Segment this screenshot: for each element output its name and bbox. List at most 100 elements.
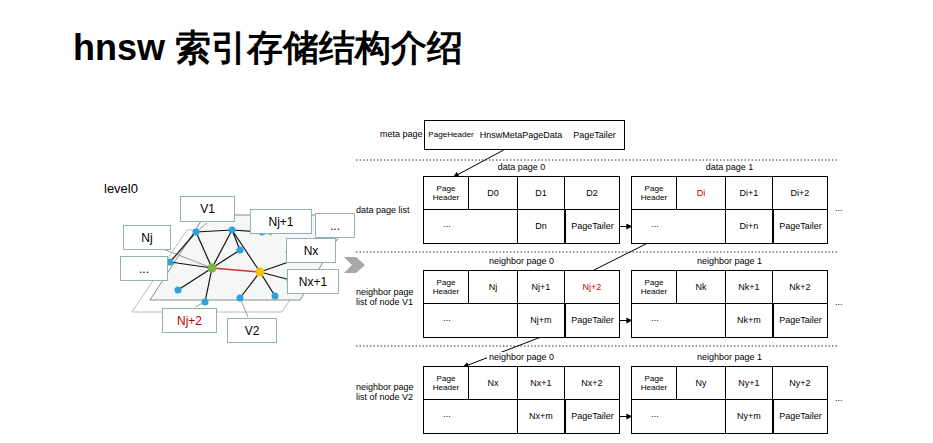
cell-text: Nk+2 [789, 282, 810, 292]
page-cell: Ny [677, 367, 726, 400]
label: neighbor page list of node V1 [356, 287, 422, 308]
page-cell: PageTailer [773, 400, 827, 433]
cell-text: ... [330, 219, 340, 233]
page-cell: Di+n [725, 210, 773, 243]
graph-node-box: ... [120, 256, 168, 281]
page-cell: PageTailer [565, 400, 619, 433]
page-cell: Ny+2 [773, 367, 827, 400]
page-cell: Nx+m [517, 400, 565, 433]
page-cell: D0 [469, 177, 518, 210]
page-box: data page 1Page HeaderDiDi+1Di+2Di+nPage… [632, 177, 827, 243]
graph-node-box: V1 [180, 196, 235, 222]
cell-text: PageTailer [779, 315, 822, 325]
meta-cell: PageHeader [424, 120, 478, 150]
cell-text: Nk [696, 282, 707, 292]
cell-text: D1 [535, 188, 547, 198]
page-cell: D1 [518, 177, 565, 210]
label: ... [651, 219, 659, 229]
page-heading-row: data page 0 [424, 162, 619, 172]
pointer-arrow [619, 226, 632, 227]
page-cell: Di [677, 177, 726, 210]
cell-text: Nj+m [530, 315, 551, 325]
meta-cell: PageTailer [565, 120, 625, 150]
cell-text: Nj+2 [177, 314, 202, 328]
cell-text: Nx+m [529, 411, 553, 421]
label: ... [651, 409, 659, 419]
page-cell: PageTailer [773, 210, 827, 243]
page-heading-row: neighbor page 1 [632, 256, 827, 266]
page-heading-row: neighbor page 1 [632, 352, 827, 362]
cell-text: Di+2 [791, 188, 810, 198]
cell-text: Ny+1 [738, 378, 759, 388]
page-cell: Nk+1 [726, 271, 773, 304]
label-box: ... [432, 409, 462, 419]
page-cell: Ny+1 [726, 367, 773, 400]
cell-text: PageTailer [779, 411, 822, 421]
page-box: data page 0Page HeaderD0D1D2DnPageTailer… [424, 177, 619, 243]
cell-text: Ny+m [737, 411, 761, 421]
page-cell: Nj+1 [518, 271, 565, 304]
cell-text: PageTailer [573, 130, 616, 140]
label: ... [443, 313, 451, 323]
cell-text: Ny [696, 378, 707, 388]
page-box: neighbor page 0Page HeaderNjNj+1Nj+2Nj+m… [424, 271, 619, 337]
page-cell: Dn [517, 210, 565, 243]
cell-text: Dn [535, 221, 547, 231]
page-cell: D2 [565, 177, 619, 210]
label: ... [835, 297, 843, 307]
page-cell: Nk+2 [773, 271, 827, 304]
cell-text: V1 [200, 202, 215, 216]
cell-text: Nx+1 [530, 378, 551, 388]
label: meta page [380, 129, 423, 139]
page-cell: Nj [469, 271, 518, 304]
graph-edges [170, 230, 300, 302]
label-box: ... [835, 297, 843, 307]
page-box: neighbor page 1Page HeaderNkNk+1Nk+2Nk+m… [632, 271, 827, 337]
separator-lines [356, 160, 838, 346]
page-cell: Ny+m [725, 400, 773, 433]
cell-text: Page Header [424, 374, 468, 393]
cell-text: Di+n [740, 221, 759, 231]
page-heading: neighbor page 0 [487, 352, 556, 362]
cell-text: Nj+1 [268, 215, 293, 229]
cell-text: PageTailer [571, 315, 614, 325]
label-box: ... [432, 313, 462, 323]
page-cell: PageTailer [773, 304, 827, 337]
cell-text: Page Header [632, 278, 676, 297]
label-box: neighbor page list of node V2 [356, 382, 422, 403]
label: data page list [356, 205, 410, 215]
cell-text: D0 [487, 188, 499, 198]
label-box: data page list [356, 205, 422, 215]
pointer-arrow [619, 320, 632, 321]
label: ... [443, 219, 451, 229]
transition-arrow [344, 257, 365, 273]
label-box: neighbor page list of node V1 [356, 287, 422, 308]
label-box: ... [640, 313, 670, 323]
page-cell: Page Header [424, 367, 469, 400]
label: neighbor page list of node V2 [356, 382, 422, 403]
page-heading: neighbor page 1 [695, 352, 764, 362]
page-cell: PageTailer [565, 304, 619, 337]
page-cell: Page Header [632, 271, 677, 304]
page-heading: data page 0 [496, 162, 548, 172]
label-box: ... [640, 219, 670, 229]
pointer-arrow [619, 416, 632, 417]
cell-text: PageHeader [428, 130, 473, 139]
cell-text: Nj+2 [583, 282, 602, 292]
label-box: level0 [104, 182, 138, 197]
cell-text: Nj+1 [532, 282, 551, 292]
cell-text: ... [139, 262, 149, 276]
meta-cell: HnswMetaPageData [477, 120, 566, 150]
graph-node-box: Nj [123, 225, 171, 250]
cell-text: HnswMetaPageData [480, 130, 563, 140]
title: hnsw 索引存储结构介绍 [73, 24, 463, 73]
cell-text: PageTailer [571, 221, 614, 231]
cell-text: PageTailer [779, 221, 822, 231]
cell-text: Nx [488, 378, 499, 388]
page-cell: Nx+2 [565, 367, 619, 400]
label-box: ... [835, 393, 843, 403]
graph-node-box: Nj+2 [162, 308, 217, 333]
page-heading: neighbor page 1 [695, 256, 764, 266]
page-cell: Page Header [424, 177, 469, 210]
cell-text: Nk+1 [738, 282, 759, 292]
